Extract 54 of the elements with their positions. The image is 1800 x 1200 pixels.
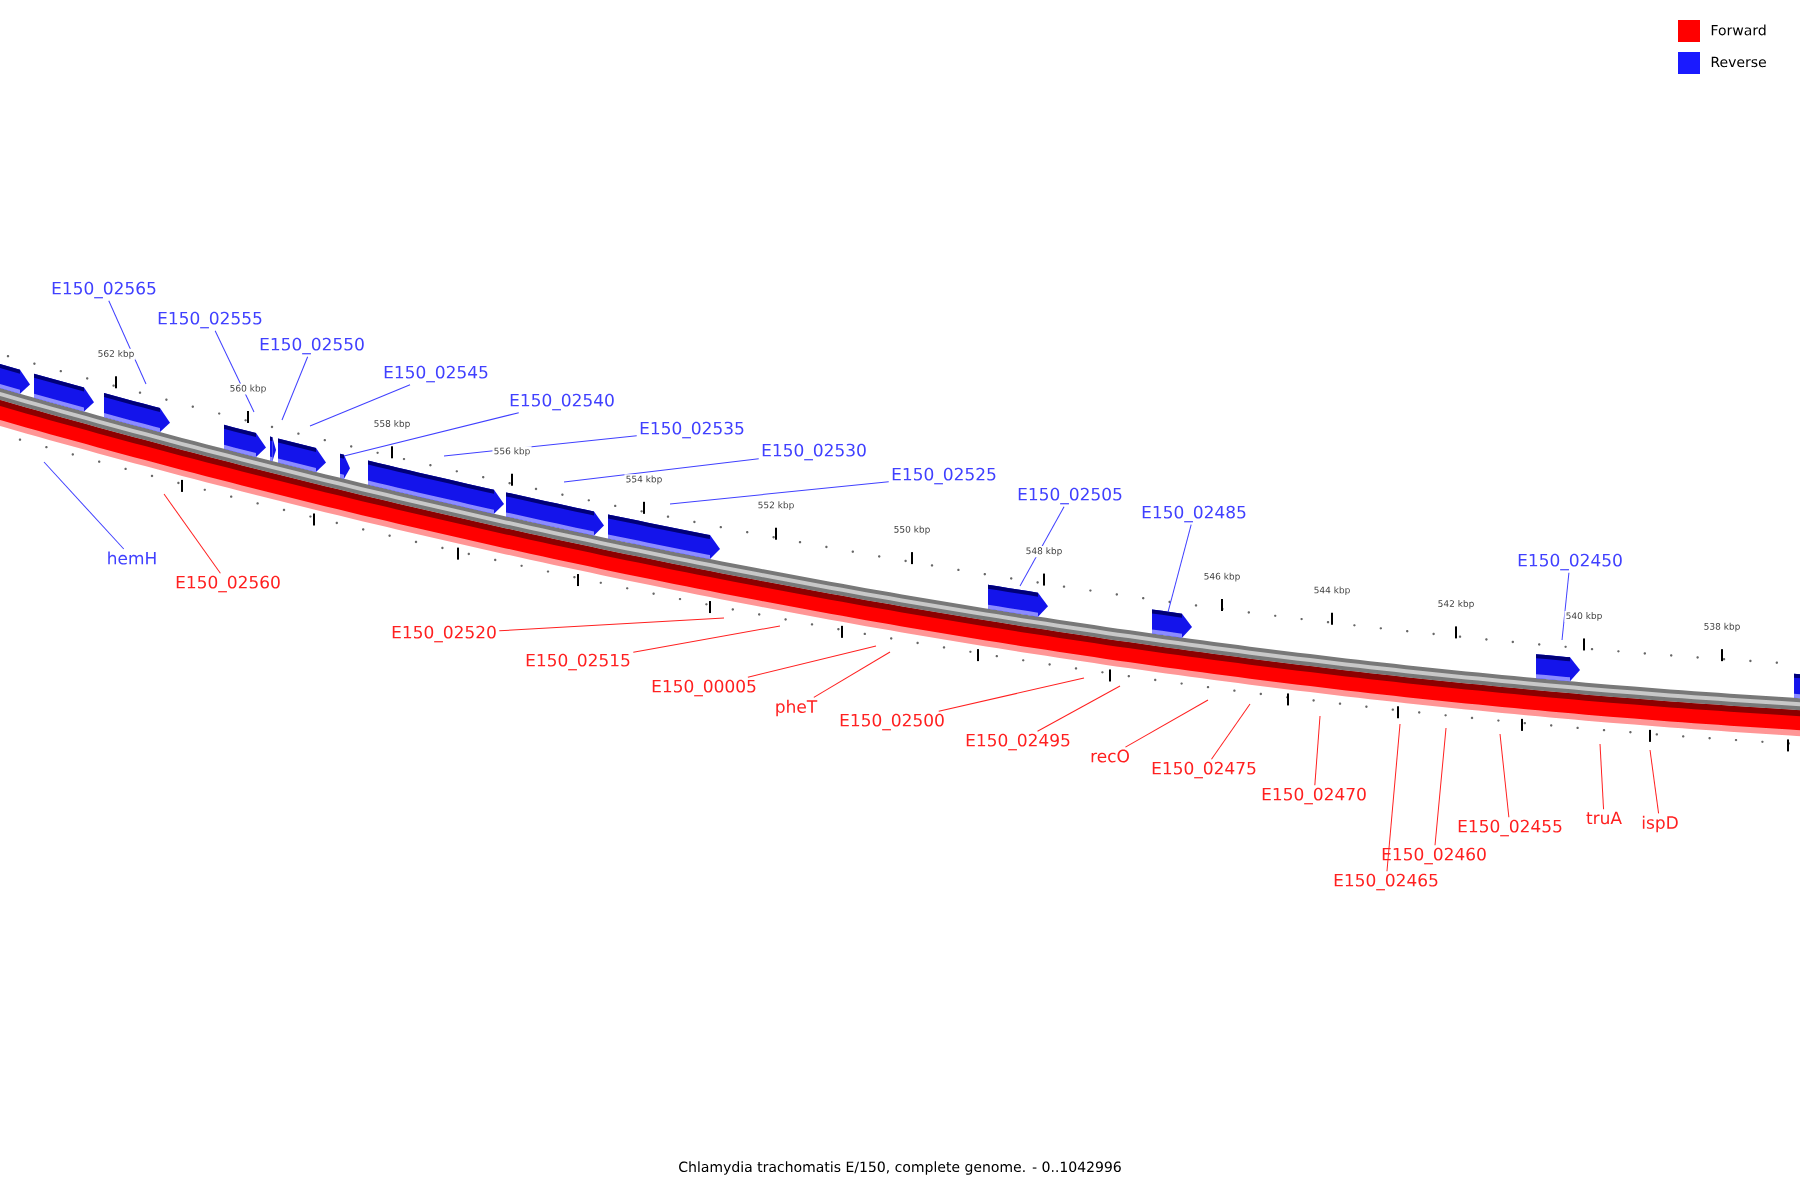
leader-line — [1037, 685, 1121, 732]
gene-label: E150_02515 — [526, 653, 630, 671]
leader-line — [747, 645, 877, 678]
leader-line — [281, 356, 309, 421]
gene-label: E150_02470 — [1262, 787, 1366, 805]
leader-line — [498, 617, 725, 632]
gene-label: E150_02455 — [1458, 819, 1562, 837]
gene-label: hemH — [108, 551, 156, 565]
leader-line — [1314, 715, 1321, 786]
leader-line — [632, 625, 781, 653]
leader-line — [214, 330, 255, 413]
gene-label: E150_02520 — [392, 625, 496, 643]
gene-label: E150_02555 — [158, 311, 262, 329]
leader-line — [443, 435, 638, 457]
leader-line — [1386, 723, 1401, 872]
gene-label: E150_02560 — [176, 575, 280, 593]
gene-label: ispD — [1642, 815, 1678, 833]
leader-line — [1124, 699, 1209, 748]
gene-label: E150_02525 — [892, 467, 996, 485]
gene-label: E150_02540 — [510, 393, 614, 411]
gene-label: E150_02460 — [1382, 847, 1486, 865]
leader-line — [343, 412, 520, 457]
gene-label: E150_02495 — [966, 733, 1070, 751]
gene-label: E150_02450 — [1518, 553, 1622, 571]
leader-line — [938, 677, 1085, 712]
gene-label: truA — [1586, 811, 1622, 825]
gene-label: E150_00005 — [652, 679, 756, 697]
gene-label: E150_02505 — [1018, 487, 1122, 505]
leader-line — [563, 458, 760, 483]
gene-label: E150_02465 — [1334, 873, 1438, 891]
leader-line — [1211, 703, 1251, 760]
leader-line — [1019, 506, 1065, 587]
leader-line — [43, 461, 125, 550]
gene-label: E150_02565 — [52, 281, 156, 299]
gene-label: E150_02550 — [260, 337, 364, 355]
leader-line — [813, 651, 891, 698]
gene-label: E150_02530 — [762, 443, 866, 461]
leader-line — [1434, 727, 1447, 846]
leader-line — [309, 384, 411, 427]
leader-line — [1499, 733, 1510, 818]
leader-line — [163, 493, 221, 574]
gene-label: E150_02500 — [840, 713, 944, 731]
leader-line — [1599, 743, 1605, 810]
gene-label: E150_02475 — [1152, 761, 1256, 779]
gene-label: pheT — [776, 699, 818, 717]
leader-line — [108, 300, 147, 385]
gene-label: E150_02535 — [640, 421, 744, 439]
leader-line — [1649, 749, 1660, 814]
gene-label: E150_02485 — [1142, 505, 1246, 523]
leader-line — [669, 481, 890, 505]
leader-line — [1561, 572, 1570, 641]
leader-line — [1167, 524, 1192, 613]
gene-label: recO — [1091, 749, 1129, 763]
gene-label: E150_02545 — [384, 365, 488, 383]
